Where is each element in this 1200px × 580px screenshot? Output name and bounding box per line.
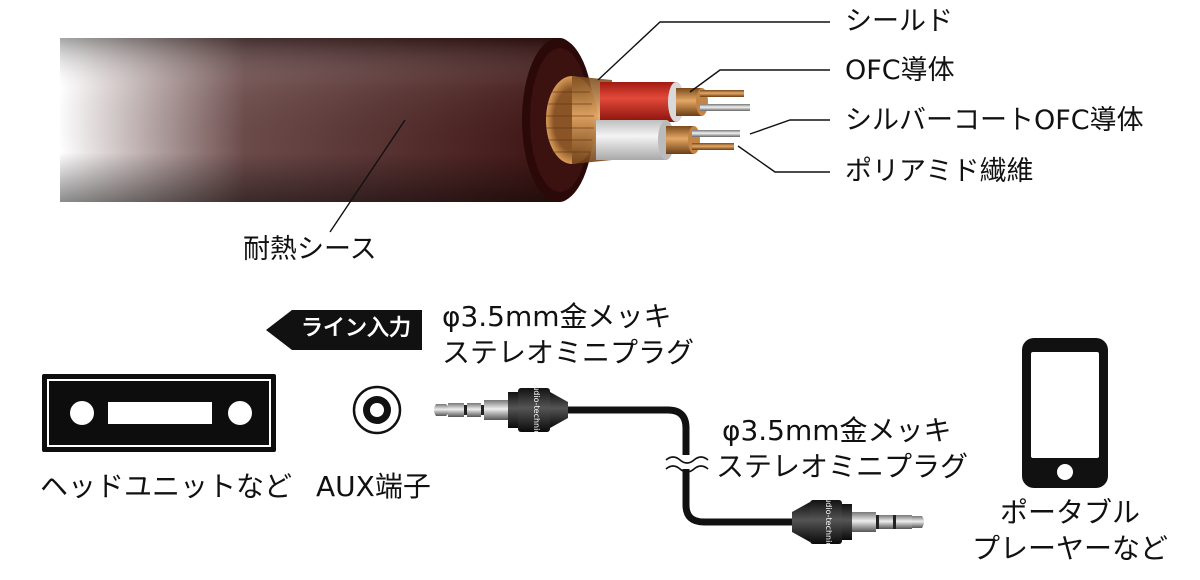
- smartphone-icon: [1022, 338, 1108, 488]
- label-portable-2: プレーヤーなど: [971, 532, 1168, 565]
- label-shield: シールド: [845, 6, 953, 37]
- label-aux: AUX端子: [316, 470, 431, 503]
- line-in-arrow: [266, 310, 422, 350]
- plug-left-brand: audio-technica: [532, 380, 541, 439]
- label-plug-left-2: ステレオミニプラグ: [442, 336, 695, 369]
- label-ofc: OFC導体: [845, 55, 955, 86]
- label-line-in: ライン入力: [300, 316, 411, 341]
- label-polyamide: ポリアミド繊維: [845, 156, 1034, 187]
- plug-left: audio-technica: [434, 380, 568, 440]
- label-plug-right-2: ステレオミニプラグ: [716, 450, 969, 483]
- label-silver-ofc: シルバーコートOFC導体: [845, 105, 1144, 136]
- core-white: [596, 120, 740, 160]
- cable-break-mark: [665, 455, 709, 473]
- label-plug-left-1: φ3.5mm金メッキ: [442, 300, 672, 333]
- head-unit-icon: [42, 374, 276, 452]
- aux-jack-icon: [352, 385, 402, 435]
- plug-right-brand: audio-technica: [824, 492, 833, 551]
- core-red: [600, 82, 750, 122]
- cable-illustration: [60, 21, 830, 233]
- leader-lines: [329, 21, 830, 233]
- label-portable-1: ポータブル: [999, 496, 1140, 529]
- label-sheath: 耐熱シース: [243, 234, 377, 265]
- label-head-unit: ヘッドユニットなど: [40, 470, 293, 503]
- label-plug-right-1: φ3.5mm金メッキ: [722, 414, 952, 447]
- plug-right: audio-technica: [792, 492, 924, 552]
